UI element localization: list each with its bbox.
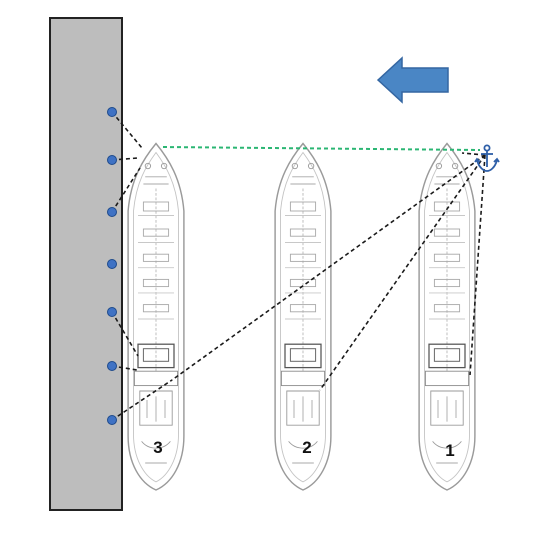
bollard-icon — [107, 155, 117, 165]
bow-alignment-line — [162, 146, 481, 151]
ship-label-2: 2 — [302, 438, 311, 457]
ship-label-1: 1 — [445, 441, 454, 460]
left-arrow-icon — [376, 56, 449, 104]
bollard-icon — [107, 415, 117, 425]
bollard-icon — [107, 259, 117, 269]
bollards — [107, 107, 117, 425]
bollard-icon — [107, 207, 117, 217]
anchor-icon — [474, 144, 500, 172]
bollard-icon — [107, 361, 117, 371]
ship-label-3: 3 — [153, 438, 162, 457]
bollard-icon — [107, 307, 117, 317]
bollard-icon — [107, 107, 117, 117]
mooring-lines — [111, 111, 173, 421]
